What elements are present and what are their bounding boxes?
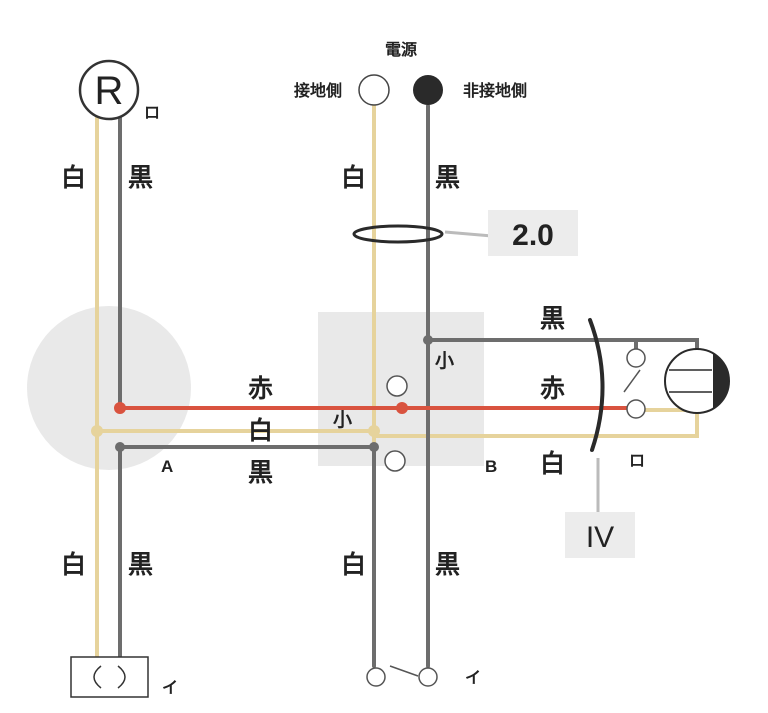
junction-dot-red-left (114, 402, 126, 414)
label-center-upper-black: 黒 (435, 163, 460, 192)
receptacle-r-tag: ロ (144, 103, 160, 122)
label-center-lower-black: 黒 (435, 550, 460, 579)
label-middle-red: 赤 (248, 374, 273, 403)
label-center-upper-white: 白 (341, 163, 366, 192)
label-middle-black: 黒 (248, 458, 273, 487)
junction-dot-black-right (423, 335, 433, 345)
cable-bundle-ring-upper (352, 224, 444, 244)
label-left-lower-white: 白 (61, 550, 86, 579)
lamp-icon (664, 348, 730, 414)
junction-dot-black-center (369, 442, 379, 452)
power-grounded-terminal (358, 74, 390, 106)
terminal-circle-2 (384, 450, 406, 472)
label-left-upper-white: 白 (61, 163, 86, 192)
switch2-tag: イ (465, 668, 481, 687)
outlet-body (70, 656, 149, 698)
cable-tag-leader-upper (444, 230, 493, 238)
sleeve-size-label-2: 小 (333, 409, 352, 431)
power-ungrounded-terminal (413, 75, 443, 105)
cable-size-label: 2.0 (512, 219, 554, 252)
junction-dot-red-center (396, 402, 408, 414)
switch2-terminal-right (418, 667, 438, 687)
iv-label-box (565, 512, 635, 558)
receptacle-r (78, 59, 140, 121)
label-left-upper-black: 黒 (128, 163, 153, 192)
switch-terminal-top (626, 348, 646, 368)
junction-dot-white-left (91, 425, 103, 437)
switch-lever (623, 369, 641, 393)
label-left-lower-black: 黒 (128, 550, 153, 579)
label-center-lower-white: 白 (341, 550, 366, 579)
outlet-slot-right-icon (117, 665, 126, 689)
label-right-upper-red: 赤 (540, 374, 565, 403)
outlet-tag: イ (162, 678, 178, 697)
power-ungrounded-label: 非接地側 (463, 81, 527, 100)
power-grounded-label: 接地側 (294, 81, 342, 100)
label-right-lower-white: 白 (540, 449, 565, 478)
iv-label: IV (586, 521, 614, 554)
junction-dot-black-left (115, 442, 125, 452)
sleeve-size-label-1: 小 (435, 350, 454, 372)
junction-dot-white-center (368, 425, 380, 437)
switch2-terminal-left (366, 667, 386, 687)
label-middle-white: 白 (248, 416, 273, 445)
cable-size-box (488, 210, 578, 256)
terminal-circle-1 (386, 375, 408, 397)
receptacle-r-symbol: R (95, 69, 124, 113)
junction-label-b: B (485, 457, 497, 476)
outlet-slot-left-icon (93, 665, 102, 689)
switch-terminal-bottom (626, 399, 646, 419)
label-right-upper-black: 黒 (540, 304, 565, 333)
lamp-tag: ロ (629, 451, 645, 470)
power-source-title: 電源 (385, 40, 417, 59)
iv-cable-bracket (588, 318, 605, 452)
switch2-lever (389, 665, 419, 677)
junction-label-a: A (161, 457, 173, 476)
